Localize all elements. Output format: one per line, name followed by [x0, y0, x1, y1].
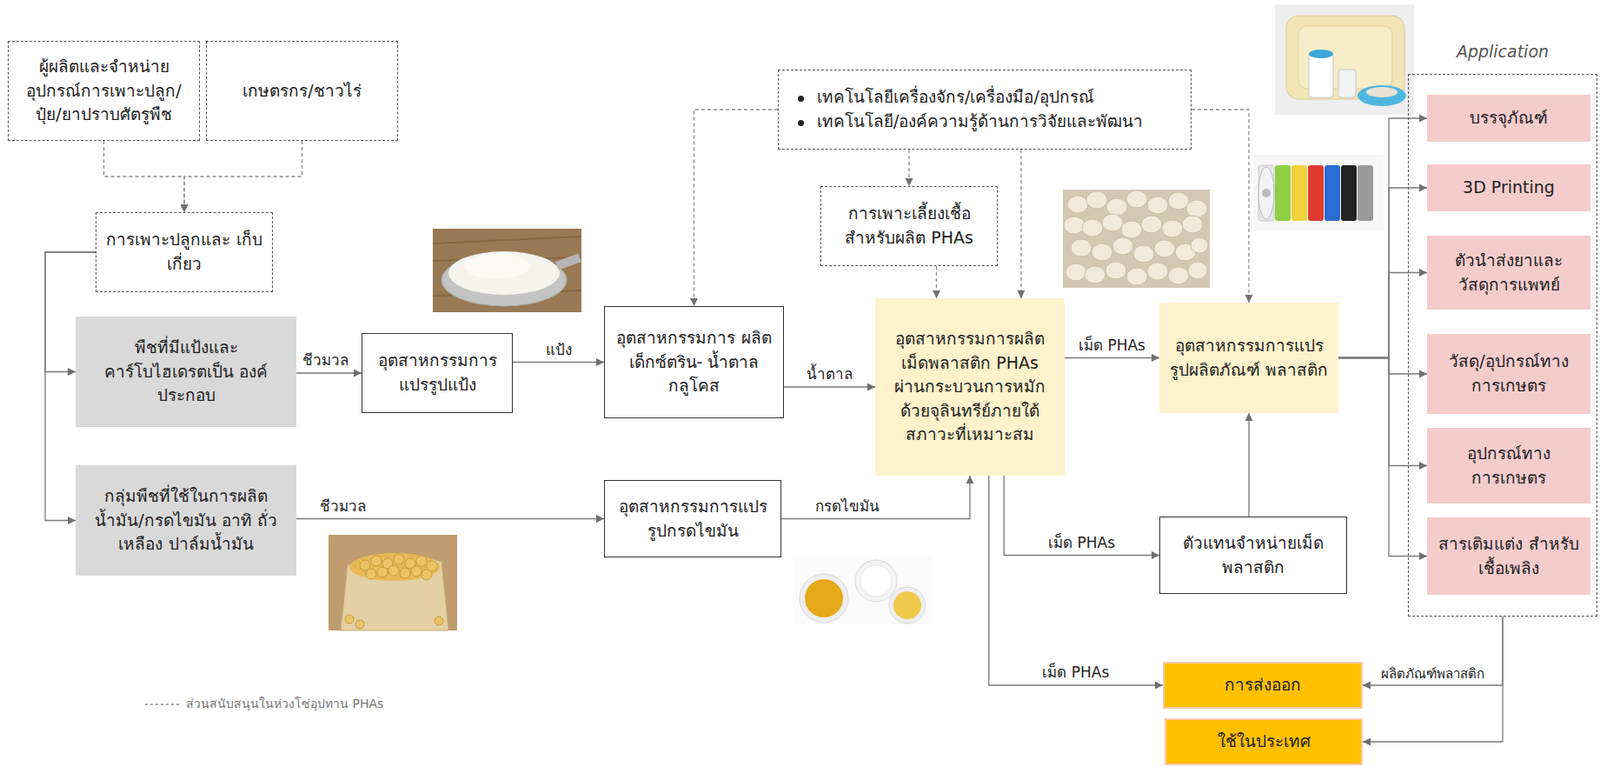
edge-label: น้ำตาล [803, 364, 856, 385]
edge-label: เม็ด PHAs [1039, 662, 1112, 683]
node-text: วัสดุ/อุปกรณ์ทาง การเกษตร [1437, 349, 1581, 398]
flow-arrow [296, 517, 605, 519]
edge-label: ผลิตภัณฑ์พลาสติก [1378, 664, 1488, 683]
edge-label: เม็ด PHAs [1045, 532, 1118, 553]
filament-photo [1253, 154, 1384, 231]
flow-arrow [1338, 187, 1428, 359]
node-text: อุตสาหกรรมการแปร รูปกรดไขมัน [613, 494, 772, 543]
flow-arrow [1362, 616, 1503, 685]
edge-label: เม็ด PHAs [1075, 335, 1149, 356]
application-box: บรรจุภัณฑ์ [1427, 94, 1591, 142]
node-text: การเพาะปลูกและ เก็บเกี่ยว [105, 227, 264, 276]
node-text: การเพาะเลี้ยงเชื้อ สำหรับผลิต PHAs [829, 201, 989, 250]
legend-text: ส่วนสนับสนุนในห่วงโซ่อุปทาน PHAs [185, 693, 384, 713]
node-text: 3D Printing [1437, 175, 1581, 200]
legend-line [145, 703, 180, 705]
support-connector [184, 140, 303, 213]
node-text: การส่งออก [1173, 672, 1353, 698]
application-group: Applicationบรรจุภัณฑ์3D Printingตัวนำส่ง… [1407, 73, 1598, 617]
node-text: กลุ่มพืชที่ใช้ในการผลิต น้ำมัน/กรดไขมัน … [84, 484, 288, 557]
supplier-box: ผู้ผลิตและจำหน่าย อุปกรณ์การเพาะปลูก/ ปุ… [7, 40, 200, 141]
flow-arrow [989, 475, 1163, 685]
edge-label: แป้ง [543, 339, 575, 360]
market-box: ใช้ในประเทศ [1164, 717, 1363, 765]
node-text: สารเติมแต่ง สำหรับเชื้อเพลิง [1437, 531, 1581, 580]
crop-box: พืชที่มีแป้งและ คาร์โบไฮเดรตเป็น องค์ประ… [75, 316, 297, 427]
flow-arrow [1338, 358, 1428, 466]
process-box: อุตสาหกรรมการ แปรรูปแป้ง [361, 332, 513, 413]
node-text: เทคโนโลยี/องค์ความรู้ด้านการวิจัยและพัฒน… [790, 109, 1179, 134]
node-text: เกษตรกร/ชาวไร่ [215, 79, 389, 104]
flow-arrow [1338, 118, 1428, 359]
node-text: บรรจุภัณฑ์ [1437, 106, 1581, 131]
oil-photo [793, 557, 933, 625]
crop-box: กลุ่มพืชที่ใช้ในการผลิต น้ำมัน/กรดไขมัน … [75, 464, 297, 576]
pellet-photo [1062, 189, 1210, 288]
flow-arrow [1248, 412, 1249, 517]
node-text: ผู้ผลิตและจำหน่าย อุปกรณ์การเพาะปลูก/ ปุ… [17, 54, 191, 127]
node-text: พืชที่มีแป้งและ คาร์โบไฮเดรตเป็น องค์ประ… [84, 335, 288, 408]
distributor-box: ตัวแทนจำหน่ายเม็ด พลาสติก [1159, 516, 1348, 594]
support-connector [1191, 109, 1249, 303]
support-connector [1020, 149, 1022, 299]
flow-arrow [1338, 358, 1428, 375]
support-connector [694, 109, 779, 306]
application-box: ตัวนำส่งยาและ วัสดุการแพทย์ [1427, 235, 1591, 310]
application-box: สารเติมแต่ง สำหรับเชื้อเพลิง [1427, 517, 1591, 595]
flow-arrow [781, 475, 970, 519]
flow-arrow [296, 371, 362, 373]
node-text: ตัวนำส่งยาและ วัสดุการแพทย์ [1437, 248, 1581, 297]
technology-box: เทคโนโลยีเครื่องจักร/เครื่องมือ/อุปกรณ์เ… [777, 69, 1192, 150]
node-text: อุตสาหกรรมการ ผลิตเด็กซ์ตริน- น้ำตาลกลูโ… [613, 325, 775, 399]
node-text: อุตสาหกรรมการผลิต เม็ดพลาสติก PHAs ผ่านก… [883, 326, 1056, 447]
culture-box: การเพาะเลี้ยงเชื้อ สำหรับผลิต PHAs [820, 185, 998, 266]
application-box: อุปกรณ์ทาง การเกษตร [1427, 427, 1591, 504]
edge-label: ชีวมวล [299, 350, 352, 371]
flow-arrow [1338, 272, 1428, 359]
node-text: ใช้ในประเทศ [1175, 729, 1353, 754]
flour-photo [432, 228, 582, 313]
flow-arrow [783, 385, 876, 387]
support-connector [104, 140, 186, 213]
product-photo [1274, 4, 1415, 115]
market-box: การส่งออก [1162, 661, 1363, 709]
node-text: อุตสาหกรรมการแปร รูปผลิตภัณฑ์ พลาสติก [1168, 333, 1330, 382]
node-text: อุปกรณ์ทาง การเกษตร [1437, 441, 1581, 490]
pha-production-box: อุตสาหกรรมการผลิต เม็ดพลาสติก PHAs ผ่านก… [875, 298, 1065, 476]
farmer-box: เกษตรกร/ชาวไร่ [205, 40, 399, 141]
application-box: 3D Printing [1427, 164, 1591, 212]
group-heading: Application [1408, 39, 1597, 65]
node-text: อุตสาหกรรมการ แปรรูปแป้ง [371, 348, 504, 397]
node-text: ตัวแทนจำหน่ายเม็ด พลาสติก [1168, 531, 1338, 579]
application-box: วัสดุ/อุปกรณ์ทาง การเกษตร [1427, 333, 1591, 414]
soybean-photo [328, 534, 458, 631]
flow-arrow [1003, 475, 1160, 556]
edge-label: กรดไขมัน [812, 496, 883, 517]
flow-arrow [1064, 357, 1160, 359]
plastic-processing-box: อุตสาหกรรมการแปร รูปผลิตภัณฑ์ พลาสติก [1159, 302, 1339, 413]
edge-label: ชีวมวล [317, 496, 369, 517]
process-box: อุตสาหกรรมการ ผลิตเด็กซ์ตริน- น้ำตาลกลูโ… [604, 305, 784, 419]
support-connector [936, 265, 937, 299]
process-box: อุตสาหกรรมการแปร รูปกรดไขมัน [604, 479, 782, 558]
node-text: เทคโนโลยีเครื่องจักร/เครื่องมือ/อุปกรณ์ [790, 85, 1179, 110]
flow-arrow [1362, 616, 1503, 742]
support-connector [908, 149, 910, 186]
cultivation-box: การเพาะปลูกและ เก็บเกี่ยว [95, 212, 273, 293]
flow-arrow [1338, 358, 1428, 557]
flow-arrow [512, 361, 605, 363]
